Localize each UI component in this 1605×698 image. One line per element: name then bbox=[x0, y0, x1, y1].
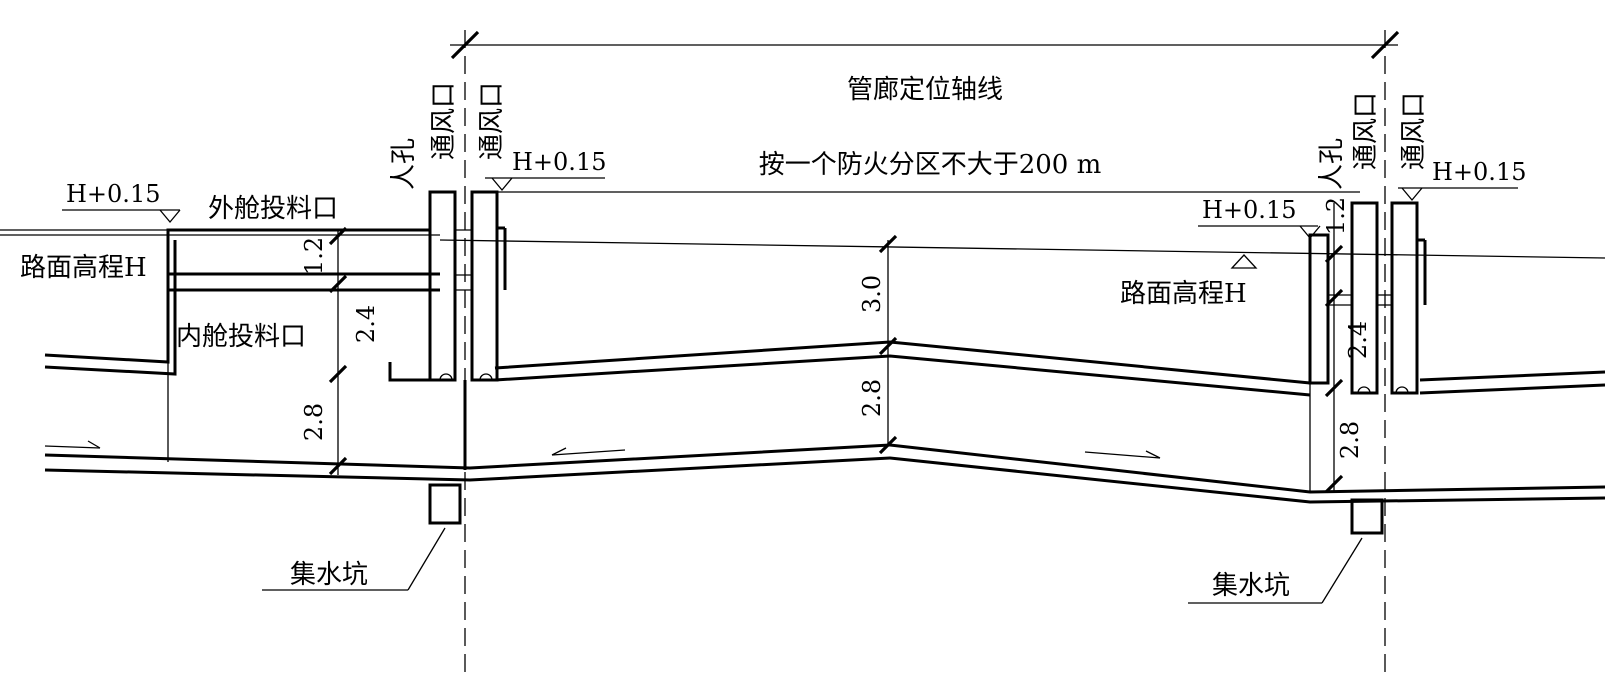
ceiling-right-end-lower bbox=[1419, 383, 1605, 395]
fire-zone-note: 按一个防火分区不大于200 m bbox=[759, 150, 1102, 180]
h-mid: H+0.15 bbox=[512, 148, 606, 176]
vent-left-2-label: 通风口 bbox=[477, 82, 507, 160]
h-left: H+0.15 bbox=[66, 180, 160, 208]
ceiling-right-end bbox=[1419, 370, 1605, 382]
left-dimension-chain bbox=[167, 226, 348, 476]
left-shaft-group bbox=[428, 190, 507, 525]
elevation-marker-left bbox=[0, 209, 181, 231]
road-elevation-symbol-right bbox=[1230, 254, 1258, 269]
right-dimension-chain bbox=[1309, 203, 1344, 494]
dim-right-2-8: 2.8 bbox=[1336, 421, 1364, 459]
tunnel-floor-upper bbox=[44, 443, 1605, 494]
elevation-marker-right-a bbox=[1198, 225, 1321, 240]
tunnel-floor-lower bbox=[44, 456, 1605, 504]
dim-mid-3-0: 3.0 bbox=[858, 275, 886, 313]
dim-right-2-4: 2.4 bbox=[1344, 321, 1372, 359]
sump-right-label: 集水坑 bbox=[1212, 571, 1290, 601]
sump-left-label: 集水坑 bbox=[290, 560, 368, 590]
elevation-marker-mid bbox=[485, 177, 605, 192]
dim-left-2-4: 2.4 bbox=[352, 305, 380, 343]
middle-dimension-chain bbox=[878, 234, 898, 455]
right-shaft-group bbox=[1308, 201, 1427, 535]
flow-arrow-left bbox=[44, 440, 101, 449]
h-right-b: H+0.15 bbox=[1432, 158, 1526, 186]
sump-leader-left bbox=[262, 527, 446, 591]
dim-left-2-8: 2.8 bbox=[300, 403, 328, 441]
manhole-right-label: 人孔 bbox=[1317, 138, 1347, 190]
inner-feed-port-label: 内舱投料口 bbox=[176, 322, 306, 352]
h-right-a: H+0.15 bbox=[1202, 196, 1296, 224]
dim-mid-2-8: 2.8 bbox=[858, 379, 886, 417]
sump-leader-right bbox=[1188, 537, 1363, 604]
inner-port-ledge bbox=[388, 362, 440, 382]
outer-feed-port-label: 外舱投料口 bbox=[208, 194, 338, 224]
tunnel-ceiling-lower bbox=[494, 354, 1311, 397]
outer-cabin-ceiling-inner bbox=[44, 240, 177, 376]
vent-right-1-label: 通风口 bbox=[1351, 92, 1381, 170]
tunnel-ceiling-upper bbox=[494, 340, 1311, 385]
road-elevation-left: 路面高程H bbox=[20, 253, 147, 283]
dim-right-1-2: 1.2 bbox=[1322, 197, 1350, 235]
vent-left-1-label: 通风口 bbox=[429, 82, 459, 160]
vent-right-2-label: 通风口 bbox=[1399, 92, 1429, 170]
flow-arrow-middle-right bbox=[1084, 450, 1161, 459]
road-surface-line bbox=[439, 239, 1605, 259]
outer-cabin-ceiling bbox=[44, 228, 430, 364]
dim-left-1-2: 1.2 bbox=[300, 237, 328, 275]
flow-arrow-middle-left bbox=[551, 447, 626, 456]
axis-dimension bbox=[450, 30, 1400, 60]
road-elevation-right: 路面高程H bbox=[1120, 279, 1247, 309]
axis-title: 管廊定位轴线 bbox=[847, 75, 1003, 105]
elevation-marker-right-b bbox=[1398, 187, 1518, 202]
manhole-left-label: 人孔 bbox=[389, 138, 419, 190]
